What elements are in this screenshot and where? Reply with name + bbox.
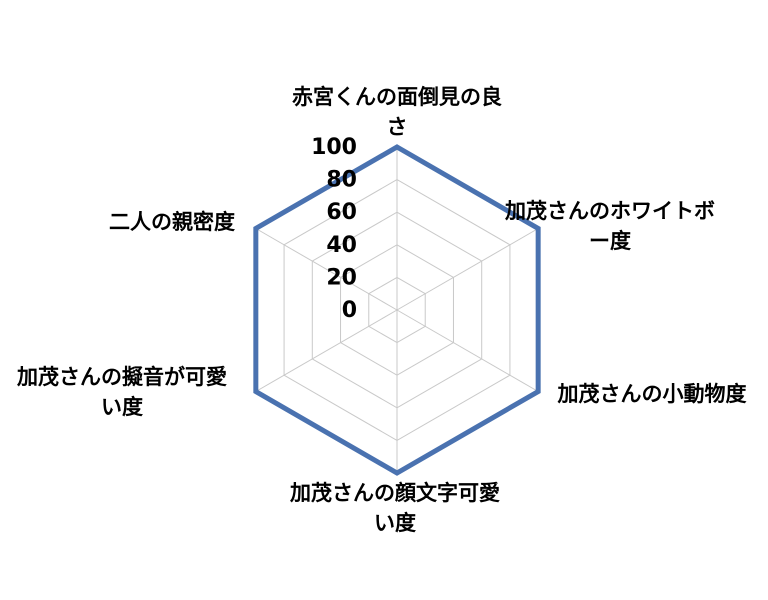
tick-label: 60	[326, 200, 357, 225]
series-layer	[253, 144, 541, 476]
spoke-line	[396, 228, 539, 311]
grid-layer	[255, 146, 539, 474]
category-label: 加茂さんの小動物度	[557, 382, 747, 406]
label-layer: 赤宮くんの面倒見の良さ加茂さんのホワイトボー度加茂さんの小動物度加茂さんの顔文字…	[16, 85, 747, 535]
tick-label: 20	[326, 265, 357, 290]
category-label: 加茂さんの擬音が可愛い度	[16, 365, 227, 419]
spoke-line	[396, 309, 539, 392]
category-label: 赤宮くんの面倒見の良さ	[292, 85, 502, 139]
tick-layer: 0 20 40 60 80 100	[311, 135, 357, 323]
tick-label: 100	[311, 135, 357, 160]
category-label: 二人の親密度	[109, 210, 235, 234]
tick-label: 0	[342, 298, 357, 323]
spoke-line	[255, 309, 398, 392]
category-label: 加茂さんの顔文字可愛い度	[289, 481, 500, 535]
tick-label: 40	[326, 233, 357, 258]
category-label: 加茂さんのホワイトボー度	[504, 199, 715, 253]
tick-label: 80	[326, 168, 357, 193]
spoke-line	[255, 228, 398, 311]
